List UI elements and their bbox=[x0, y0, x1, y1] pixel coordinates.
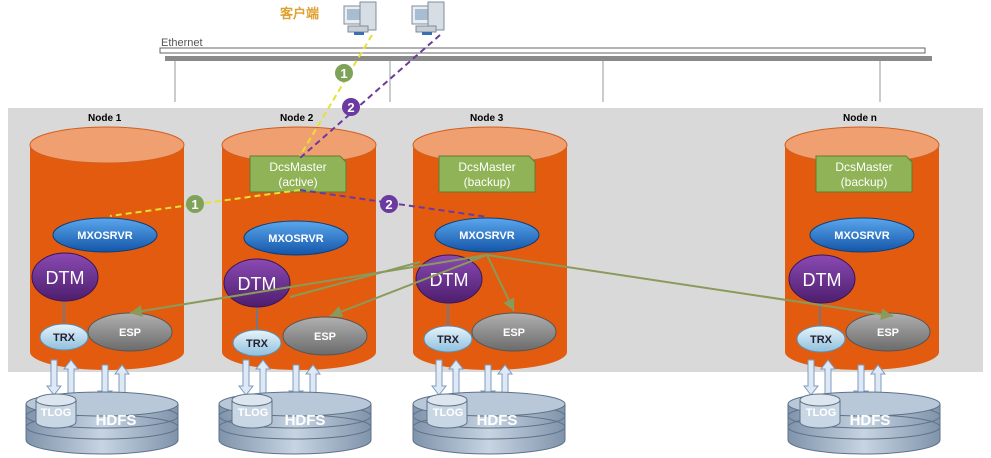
dcsmaster-label: DcsMaster bbox=[269, 160, 326, 174]
trx-node-n: TRX bbox=[796, 325, 846, 353]
dtm-node-1: DTM bbox=[31, 252, 99, 302]
tlog-label: TLOG bbox=[806, 407, 837, 419]
tlog-label: TLOG bbox=[41, 407, 72, 419]
trx-node-2: TRX bbox=[232, 329, 282, 357]
node-2-title: Node 2 bbox=[280, 113, 314, 124]
esp-label: ESP bbox=[314, 331, 336, 343]
ethernet-label: Ethernet bbox=[161, 37, 203, 49]
trx-label: TRX bbox=[53, 332, 76, 344]
client-label: 客户端 bbox=[280, 6, 319, 21]
trx-node-1: TRX bbox=[39, 323, 89, 351]
hdfs-label: HDFS bbox=[96, 412, 137, 429]
step-2-badge: 2 bbox=[342, 98, 360, 116]
trx-label: TRX bbox=[246, 338, 269, 350]
dcsmaster-label: DcsMaster bbox=[458, 160, 515, 174]
node-n-title: Node n bbox=[843, 113, 877, 124]
esp-label: ESP bbox=[877, 327, 899, 339]
trx-node-3: TRX bbox=[423, 325, 473, 353]
node-1-cylinder bbox=[29, 126, 185, 370]
dcsmaster-state: (backup) bbox=[464, 175, 511, 189]
esp-node-3: ESP bbox=[471, 312, 557, 352]
step-2-badge: 2 bbox=[380, 195, 398, 213]
storage-stack-node-2: TLOG HDFS bbox=[218, 391, 372, 455]
dcsmaster-node-3: DcsMaster (backup) bbox=[438, 155, 536, 193]
mxosrvr-node-1: MXOSRVR bbox=[52, 217, 158, 253]
esp-node-1: ESP bbox=[87, 312, 173, 352]
step-2-label: 2 bbox=[347, 100, 354, 115]
step-1-label: 1 bbox=[340, 66, 347, 81]
mxosrvr-label: MXOSRVR bbox=[268, 233, 323, 245]
mxosrvr-label: MXOSRVR bbox=[834, 230, 889, 242]
mxosrvr-label: MXOSRVR bbox=[77, 230, 132, 242]
dcsmaster-label: DcsMaster bbox=[835, 160, 892, 174]
ethernet-bus bbox=[159, 47, 932, 102]
esp-label: ESP bbox=[503, 327, 525, 339]
dtm-node-2: DTM bbox=[223, 258, 291, 308]
dtm-node-3: DTM bbox=[415, 254, 483, 304]
node-1-title: Node 1 bbox=[88, 113, 122, 124]
dcsmaster-node-2: DcsMaster (active) bbox=[249, 155, 347, 193]
client-computer-icon bbox=[411, 1, 445, 35]
dcsmaster-state: (backup) bbox=[841, 175, 888, 189]
storage-stack-node-3: TLOG HDFS bbox=[412, 391, 566, 455]
esp-node-2: ESP bbox=[282, 316, 368, 356]
dtm-node-n: DTM bbox=[788, 254, 856, 304]
io-arrows bbox=[45, 359, 887, 401]
step-1-badge: 1 bbox=[335, 64, 353, 82]
step-1-badge: 1 bbox=[186, 195, 204, 213]
step-1-label: 1 bbox=[191, 197, 198, 212]
mxosrvr-node-3: MXOSRVR bbox=[434, 217, 540, 253]
storage-stack-node-1: TLOG HDFS bbox=[25, 391, 179, 455]
path-1-line bbox=[109, 34, 373, 217]
client-computer-icon bbox=[343, 1, 377, 35]
dcsmaster-node-n: DcsMaster (backup) bbox=[815, 155, 913, 193]
trx-label: TRX bbox=[810, 334, 833, 346]
hdfs-label: HDFS bbox=[850, 412, 891, 429]
dtm-label: DTM bbox=[238, 274, 277, 294]
dtm-label: DTM bbox=[430, 270, 469, 290]
mxosrvr-node-2: MXOSRVR bbox=[243, 220, 349, 256]
esp-label: ESP bbox=[119, 327, 141, 339]
step-2-label: 2 bbox=[385, 197, 392, 212]
dcsmaster-state: (active) bbox=[278, 175, 317, 189]
hdfs-label: HDFS bbox=[477, 412, 518, 429]
esp-dispatch-arrows bbox=[129, 254, 894, 321]
tlog-label: TLOG bbox=[238, 407, 269, 419]
dtm-label: DTM bbox=[803, 270, 842, 290]
dtm-label: DTM bbox=[46, 268, 85, 288]
mxosrvr-label: MXOSRVR bbox=[459, 230, 514, 242]
node-3-title: Node 3 bbox=[470, 113, 504, 124]
hdfs-label: HDFS bbox=[285, 412, 326, 429]
trx-label: TRX bbox=[437, 334, 460, 346]
mxosrvr-node-n: MXOSRVR bbox=[809, 217, 915, 253]
storage-stack-node-n: TLOG HDFS bbox=[787, 391, 941, 455]
esp-node-n: ESP bbox=[845, 312, 931, 352]
tlog-label: TLOG bbox=[433, 407, 464, 419]
